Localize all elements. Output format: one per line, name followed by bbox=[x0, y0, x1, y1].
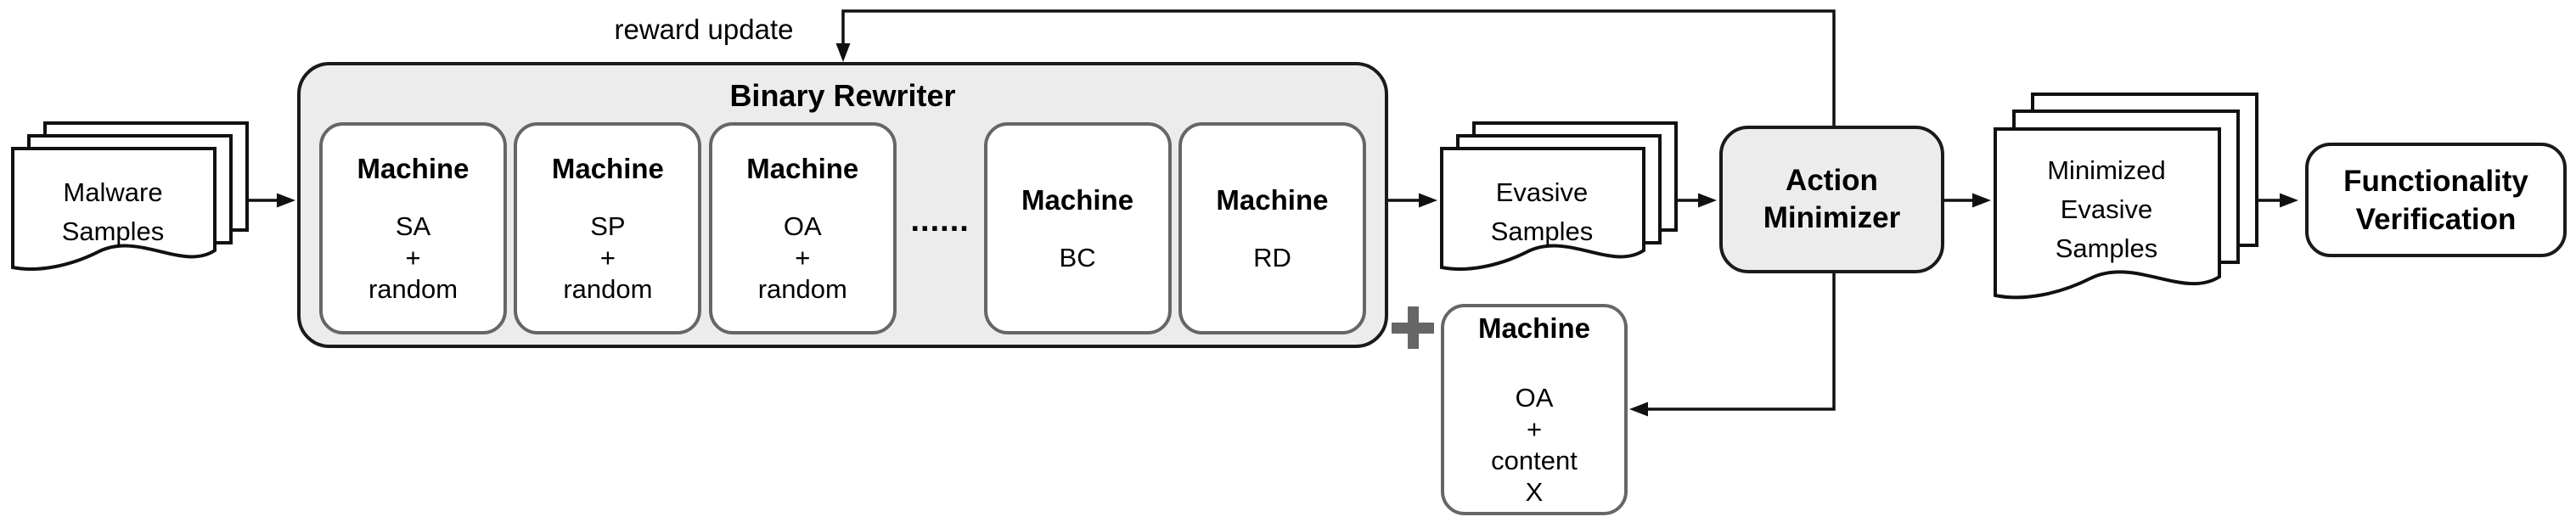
machine-box-body: OA + random bbox=[758, 211, 847, 305]
machine-box-body: RD bbox=[1253, 242, 1291, 273]
action-minimizer-line: Action bbox=[1786, 164, 1878, 197]
machine-box-oa: Machine OA + random bbox=[708, 122, 897, 334]
machine-box-rd: Machine RD bbox=[1178, 122, 1366, 334]
machine-box-body: SP + random bbox=[563, 211, 652, 305]
machine-body-line: + bbox=[1526, 413, 1543, 444]
machine-box-oa-content-x: Machine OA + content X bbox=[1441, 304, 1628, 515]
doc-label-line: Minimized bbox=[2047, 155, 2166, 185]
machine-box-header: Machine bbox=[551, 152, 664, 184]
functionality-verification-line: Verification bbox=[2355, 202, 2517, 236]
functionality-verification-line: Functionality bbox=[2343, 164, 2528, 198]
doc-label-line: Evasive bbox=[2060, 194, 2153, 224]
document-stack-icon bbox=[1994, 93, 2258, 300]
machine-body-line: BC bbox=[1059, 242, 1096, 272]
evasive-samples-label: Evasive Samples bbox=[1440, 149, 1644, 276]
doc-label-line: Malware bbox=[63, 177, 163, 207]
machine-body-line: SP bbox=[590, 211, 626, 241]
machine-row: Machine SA + random Machine SP + random … bbox=[301, 122, 1385, 334]
machine-box-bc: Machine BC bbox=[983, 122, 1172, 334]
doc-label-line: Samples bbox=[1490, 216, 1594, 246]
machine-box-body: BC bbox=[1060, 242, 1096, 273]
machine-body-line: random bbox=[563, 273, 653, 304]
reward-update-label: reward update bbox=[614, 14, 794, 45]
machine-body-line: random bbox=[757, 273, 847, 304]
document-stack-icon bbox=[1440, 121, 1678, 271]
machine-box-header: Machine bbox=[1021, 183, 1134, 216]
action-minimizer-box: Action Minimizer bbox=[1719, 126, 1944, 273]
doc-label-line: Evasive bbox=[1495, 177, 1589, 207]
functionality-verification-box: Functionality Verification bbox=[2305, 143, 2567, 257]
machine-body-line: + bbox=[795, 242, 811, 272]
machine-box-header: Machine bbox=[1216, 183, 1329, 216]
binary-rewriter-panel: Binary Rewriter Machine SA + random Mach… bbox=[297, 62, 1388, 348]
machine-body-line: X bbox=[1525, 476, 1544, 507]
binary-rewriter-title: Binary Rewriter bbox=[729, 78, 956, 113]
plus-icon-bar bbox=[1407, 306, 1419, 349]
action-minimizer-line: Minimizer bbox=[1763, 201, 1901, 234]
malware-samples-label: Malware Samples bbox=[11, 149, 215, 276]
machine-body-line: content bbox=[1491, 445, 1578, 475]
machine-body-line: random bbox=[368, 273, 458, 304]
machine-box-body: OA + content X bbox=[1491, 382, 1578, 508]
machine-body-line: OA bbox=[1515, 382, 1554, 413]
machine-body-line: + bbox=[599, 242, 616, 272]
machine-box-sp: Machine SP + random bbox=[514, 122, 702, 334]
machine-body-line: + bbox=[405, 242, 421, 272]
plus-icon bbox=[1392, 306, 1434, 349]
malware-samples-stack: Malware Samples bbox=[11, 121, 262, 308]
document-stack-icon bbox=[11, 121, 249, 271]
machine-box-header: Machine bbox=[357, 152, 470, 184]
minimized-evasive-samples-stack: Minimized Evasive Samples bbox=[1994, 93, 2261, 322]
machine-body-line: SA bbox=[395, 211, 431, 241]
evasive-samples-stack: Evasive Samples bbox=[1440, 121, 1690, 308]
minimized-evasive-samples-label: Minimized Evasive Samples bbox=[1994, 129, 2219, 290]
doc-label-line: Samples bbox=[61, 216, 165, 246]
machine-box-header: Machine bbox=[746, 152, 859, 184]
machine-box-body: SA + random bbox=[368, 211, 458, 305]
ellipsis-dots: ...... bbox=[903, 122, 976, 334]
machine-box-header: Machine bbox=[1477, 312, 1591, 344]
machine-body-line: RD bbox=[1253, 242, 1291, 272]
ellipsis-text: ...... bbox=[910, 202, 970, 239]
machine-body-line: OA bbox=[783, 211, 822, 241]
machine-box-sa: Machine SA + random bbox=[319, 122, 507, 334]
doc-label-line: Samples bbox=[2055, 233, 2158, 263]
